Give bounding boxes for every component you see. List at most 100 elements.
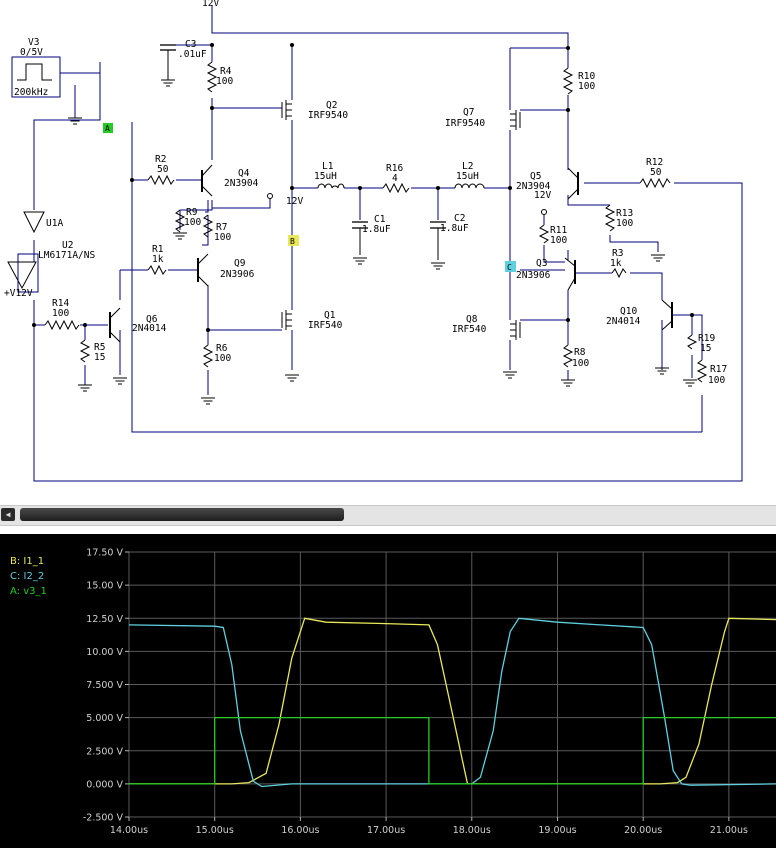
v3-freq: 200kHz xyxy=(14,87,48,98)
c2-value: 1.8uF xyxy=(440,223,469,234)
r14-name: R14 xyxy=(52,298,69,309)
r10-value: 100 xyxy=(578,81,595,92)
waveform-plot[interactable]: 17.50 V 15.00 V 12.50 V 10.00 V 7.500 V 5.000… xyxy=(0,534,776,848)
legend-series-c: C: I2_2 xyxy=(10,571,45,582)
c1-value: 1.8uF xyxy=(362,224,391,235)
series-line-a xyxy=(129,716,776,785)
q2-name: Q2 xyxy=(326,100,337,111)
x-tick-label: 16.00us xyxy=(281,825,319,836)
u1a-name: U1A xyxy=(46,218,63,229)
series-line-b xyxy=(129,617,776,785)
r8-value: 100 xyxy=(572,358,589,369)
r14-value: 100 xyxy=(52,308,69,319)
u2-name: U2 xyxy=(62,240,73,251)
q3-part: 2N3906 xyxy=(516,270,551,281)
r8-name: R8 xyxy=(574,347,586,358)
r2-value: 50 xyxy=(157,164,169,175)
r13-name: R13 xyxy=(616,208,633,219)
y-tick-label: -2.500 V xyxy=(83,813,124,824)
ground-symbols xyxy=(67,79,698,405)
series-line-c xyxy=(128,617,776,788)
wires xyxy=(33,5,743,482)
q8-part: IRF540 xyxy=(452,324,487,335)
q9-part: 2N3906 xyxy=(220,269,255,280)
r12-name: R12 xyxy=(646,157,663,168)
x-tick-label: 18.00us xyxy=(453,825,491,836)
l2-name: L2 xyxy=(462,161,473,172)
y-tick-label: 15.00 V xyxy=(86,581,123,592)
schematic-canvas[interactable]: A B C 12V V3 0/5V 200kHz C3 .01uF R4 100… xyxy=(0,0,776,505)
v3-name: V3 xyxy=(28,37,39,48)
capacitors xyxy=(160,44,446,260)
r17-name: R17 xyxy=(710,364,727,375)
opamp-u1a-icon[interactable] xyxy=(23,211,45,234)
q9-name: Q9 xyxy=(234,258,246,269)
q6-part: 2N4014 xyxy=(132,323,167,334)
y-tick-label: 10.00 V xyxy=(86,647,123,658)
r9-name: R9 xyxy=(186,207,198,218)
component-labels: 12V V3 0/5V 200kHz C3 .01uF R4 100 Q2 IR… xyxy=(4,0,727,386)
r19-value: 15 xyxy=(700,343,711,354)
q1-part: IRF540 xyxy=(308,320,343,331)
l2-value: 15uH xyxy=(456,171,479,182)
supply-label: 12V xyxy=(202,0,219,9)
u2-supply: +V12V xyxy=(4,288,33,299)
q2-part: IRF9540 xyxy=(308,110,348,121)
q5-part: 2N3904 xyxy=(516,181,551,192)
r1-name: R1 xyxy=(152,244,164,255)
q4-name: Q4 xyxy=(238,168,250,179)
r13-value: 100 xyxy=(616,218,633,229)
x-tick-label: 21.00us xyxy=(710,825,748,836)
q7-part: IRF9540 xyxy=(445,118,485,129)
c2-name: C2 xyxy=(454,213,465,224)
c3-value: .01uF xyxy=(178,49,207,60)
r5-value: 15 xyxy=(94,352,105,363)
probe-c-marker[interactable] xyxy=(505,261,516,272)
y-tick-label: 17.50 V xyxy=(86,548,123,559)
r2-name: R2 xyxy=(155,154,166,165)
r6-name: R6 xyxy=(216,343,228,354)
x-tick-label: 17.00us xyxy=(367,825,405,836)
r5-name: R5 xyxy=(94,342,105,353)
x-tick-label: 14.00us xyxy=(110,825,148,836)
probe-a-marker[interactable] xyxy=(103,123,113,133)
r1-value: 1k xyxy=(152,254,164,265)
q10-name: Q10 xyxy=(620,306,637,317)
r4-value: 100 xyxy=(216,76,233,87)
y-tick-label: 12.50 V xyxy=(86,614,123,625)
r16-value: 4 xyxy=(392,173,398,184)
pulse-icon xyxy=(17,63,52,81)
v3-levels: 0/5V xyxy=(20,47,43,58)
q3-name: Q3 xyxy=(536,258,547,269)
r17-value: 100 xyxy=(708,375,725,386)
u2-part: LM6171A/NS xyxy=(38,250,95,261)
q8-name: Q8 xyxy=(466,314,478,325)
x-tick-label: 20.00us xyxy=(624,825,662,836)
probe-a-label: A xyxy=(105,124,110,133)
r7-value: 100 xyxy=(214,232,231,243)
resistors xyxy=(44,61,708,383)
r7-name: R7 xyxy=(216,222,227,233)
u2-outline xyxy=(17,253,39,293)
scroll-thumb[interactable] xyxy=(20,508,344,521)
y-tick-label: 7.500 V xyxy=(86,680,123,691)
q5-name: Q5 xyxy=(530,171,541,182)
transistors xyxy=(109,100,673,343)
horizontal-scrollbar[interactable]: ◀ xyxy=(0,505,776,526)
x-tick-label: 19.00us xyxy=(538,825,576,836)
q10-part: 2N4014 xyxy=(606,316,641,327)
probe-b-marker[interactable] xyxy=(288,235,299,246)
y-tick-label: 2.500 V xyxy=(86,746,123,757)
opamp-u2-icon[interactable] xyxy=(7,261,37,290)
r16-name: R16 xyxy=(386,163,403,174)
y-tick-label: 5.000 V xyxy=(86,713,123,724)
x-tick-label: 15.00us xyxy=(196,825,234,836)
r6-value: 100 xyxy=(214,353,231,364)
l1-name: L1 xyxy=(322,161,334,172)
r4-name: R4 xyxy=(220,66,232,77)
probe-c-label: C xyxy=(507,263,512,272)
r3-name: R3 xyxy=(612,248,623,259)
scroll-left-arrow-icon[interactable]: ◀ xyxy=(1,508,15,521)
node-terminal xyxy=(267,193,273,199)
